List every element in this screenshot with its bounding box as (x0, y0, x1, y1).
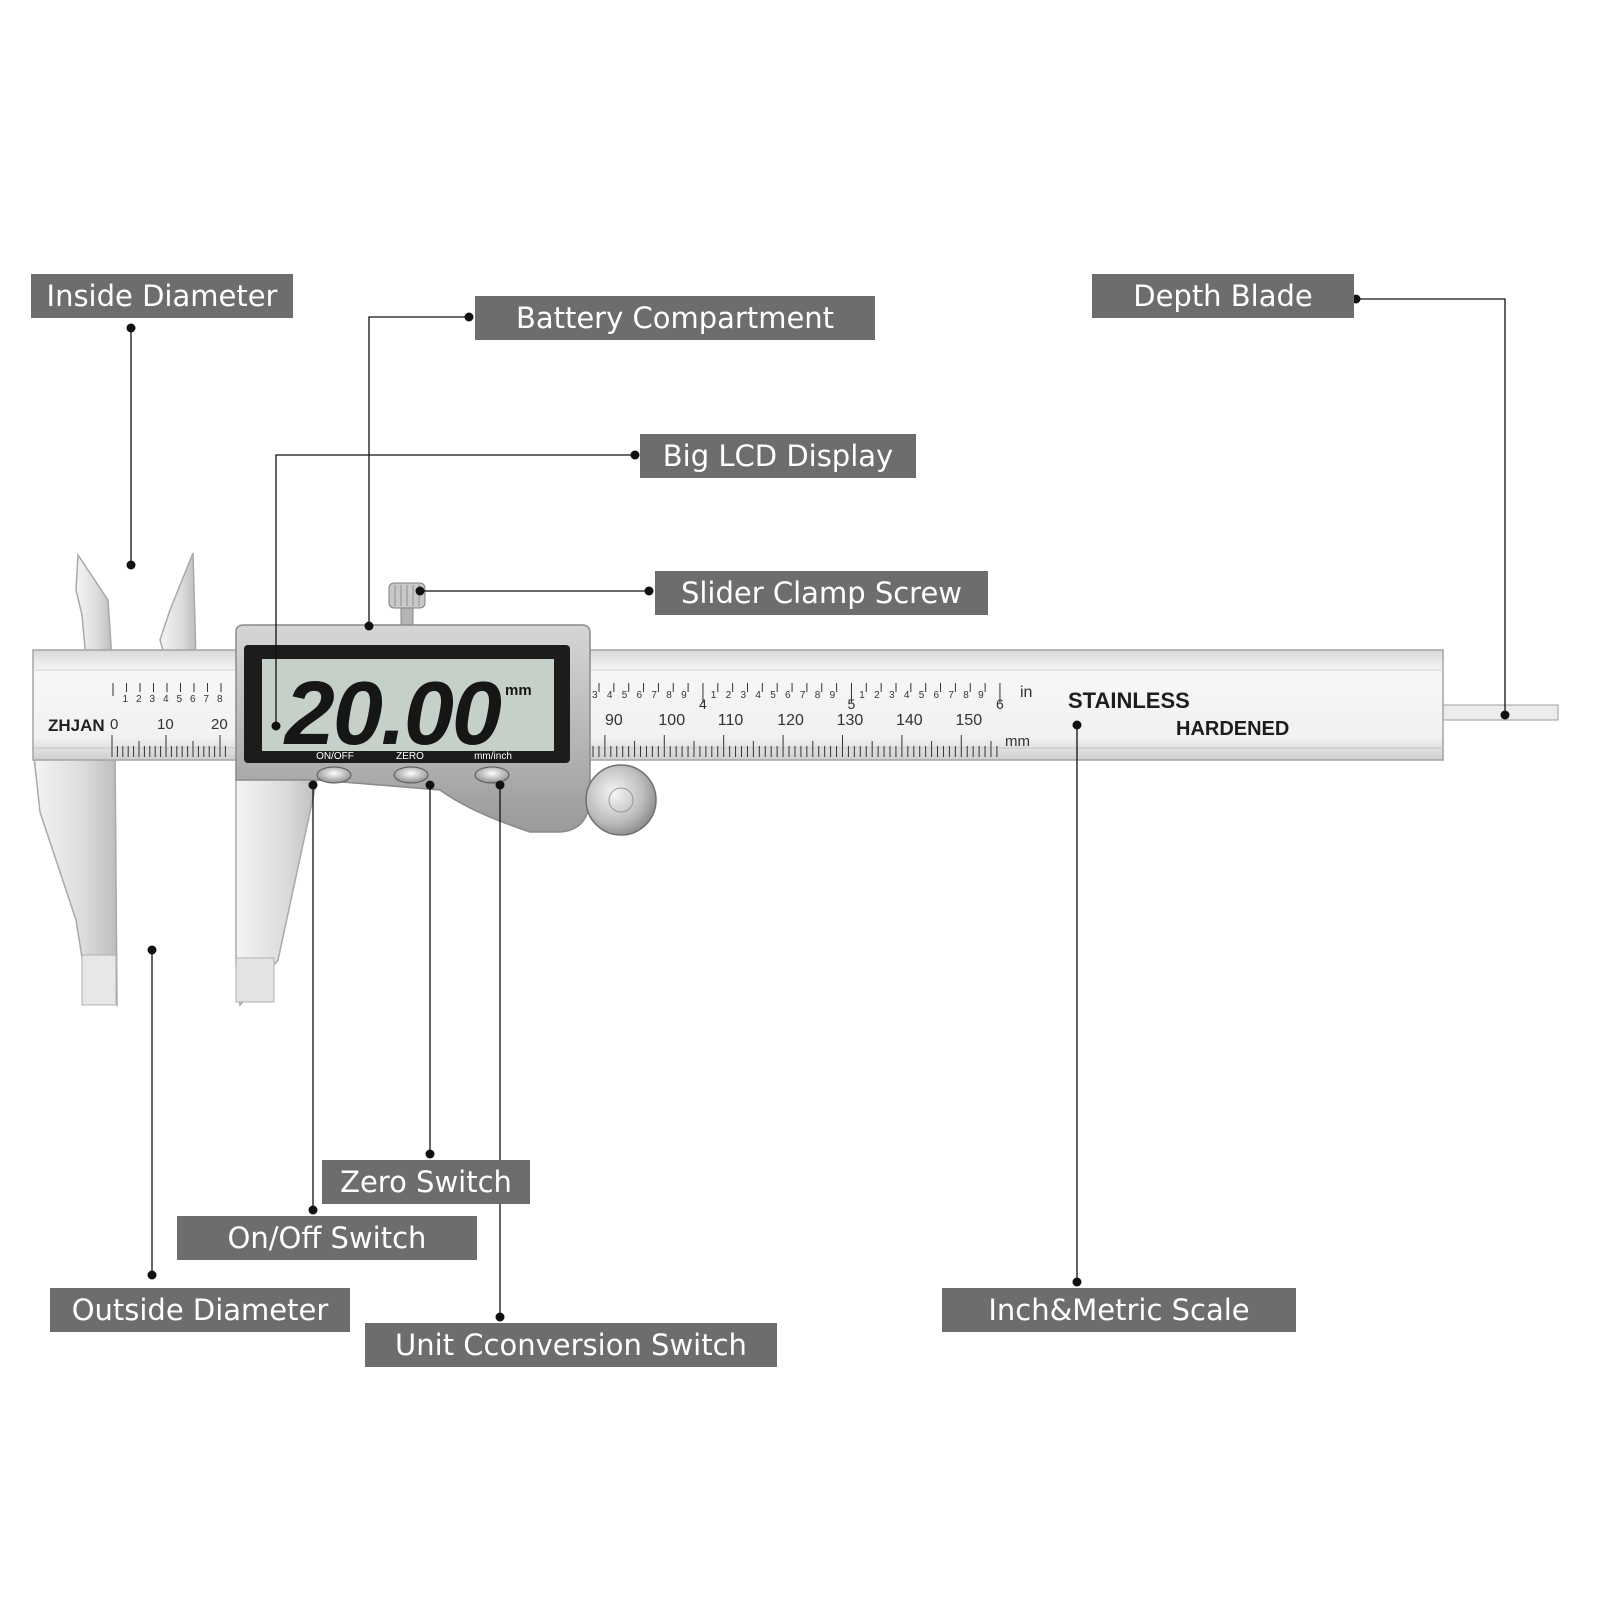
metric-tick-label: 150 (955, 712, 982, 729)
inch-tick-label: 5 (919, 690, 925, 701)
inch-tick-label: 8 (815, 690, 821, 701)
metric-tick-label: 120 (777, 712, 804, 729)
inch-tick-label: 4 (163, 694, 169, 705)
inch-tick-label: 5 (847, 696, 855, 712)
inch-tick-label: 7 (800, 690, 806, 701)
inch-tick-label: 1 (123, 694, 129, 705)
inch-tick-label: 6 (190, 694, 196, 705)
metric-tick-label: 10 (157, 716, 174, 733)
inch-tick-label: 7 (948, 690, 954, 701)
inch-unit-label: in (1020, 684, 1032, 701)
inch-tick-label: 6 (996, 696, 1004, 712)
inch-tick-label: 6 (637, 690, 643, 701)
moving-inside-jaw (159, 552, 197, 661)
inch-tick-label: 3 (592, 690, 598, 701)
on-off-label: ON/OFF (316, 751, 354, 762)
callout-inside-diameter: Inside Diameter (31, 274, 293, 318)
metric-tick-label: 90 (605, 712, 623, 729)
stainless-label: STAINLESS (1068, 688, 1190, 713)
inch-tick-label: 4 (607, 690, 613, 701)
inch-tick-label: 8 (666, 690, 672, 701)
callout-unit-conversion-switch: Unit Cconversion Switch (365, 1323, 777, 1367)
callout-zero-switch: Zero Switch (322, 1160, 530, 1204)
inch-tick-label: 9 (681, 690, 687, 701)
inch-tick-label: 3 (889, 690, 895, 701)
inch-tick-label: 2 (136, 694, 142, 705)
lcd-reading: 20.00 (283, 664, 502, 764)
inch-tick-label: 9 (978, 690, 984, 701)
metric-tick-label: 130 (837, 712, 864, 729)
lcd-screen (262, 659, 554, 751)
on-off-button[interactable] (316, 766, 352, 784)
inch-tick-label: 5 (622, 690, 628, 701)
zero-button[interactable] (393, 766, 429, 784)
inch-tick-label: 5 (177, 694, 183, 705)
inch-tick-label: 4 (699, 696, 707, 712)
metric-tick-label: 0 (110, 716, 118, 733)
callout-on-off-switch: On/Off Switch (177, 1216, 477, 1260)
metric-tick-label: 20 (211, 716, 228, 733)
callout-outside-diameter: Outside Diameter (50, 1288, 350, 1332)
metric-tick-label: 110 (718, 712, 744, 729)
callout-battery-compartment: Battery Compartment (475, 296, 875, 340)
inch-tick-label: 3 (741, 690, 747, 701)
thumb-wheel[interactable] (585, 764, 657, 836)
inch-tick-label: 8 (963, 690, 969, 701)
inch-tick-label: 4 (755, 690, 761, 701)
inch-tick-label: 6 (934, 690, 940, 701)
inch-tick-label: 1 (711, 690, 717, 701)
inch-tick-label: 2 (874, 690, 880, 701)
fixed-inside-jaw (75, 552, 113, 661)
depth-blade-rod (1439, 704, 1559, 721)
inch-tick-label: 3 (150, 694, 156, 705)
mm-unit-label: mm (1005, 733, 1030, 750)
inch-tick-label: 7 (651, 690, 657, 701)
leader-lines (130, 298, 1506, 1317)
mm-inch-label: mm/inch (474, 751, 512, 762)
callout-slider-clamp-screw: Slider Clamp Screw (655, 571, 988, 615)
metric-tick-label: 100 (658, 712, 685, 729)
inch-tick-label: 6 (785, 690, 791, 701)
inch-tick-label: 7 (204, 694, 210, 705)
callout-depth-blade: Depth Blade (1092, 274, 1354, 318)
lcd-unit: mm (505, 682, 532, 699)
metric-tick-label: 140 (896, 712, 923, 729)
inch-tick-label: 2 (726, 690, 732, 701)
inch-tick-label: 5 (770, 690, 776, 701)
zero-label: ZERO (396, 751, 424, 762)
hardened-label: HARDENED (1176, 718, 1289, 740)
brand-label: ZHJAN (48, 716, 105, 735)
callout-big-lcd-display: Big LCD Display (640, 434, 916, 478)
inch-tick-label: 4 (904, 690, 910, 701)
inch-tick-label: 1 (859, 690, 865, 701)
inch-tick-label: 9 (830, 690, 836, 701)
callout-inch-metric-scale: Inch&Metric Scale (942, 1288, 1296, 1332)
mm-inch-button[interactable] (474, 766, 510, 784)
inch-tick-label: 8 (217, 694, 223, 705)
